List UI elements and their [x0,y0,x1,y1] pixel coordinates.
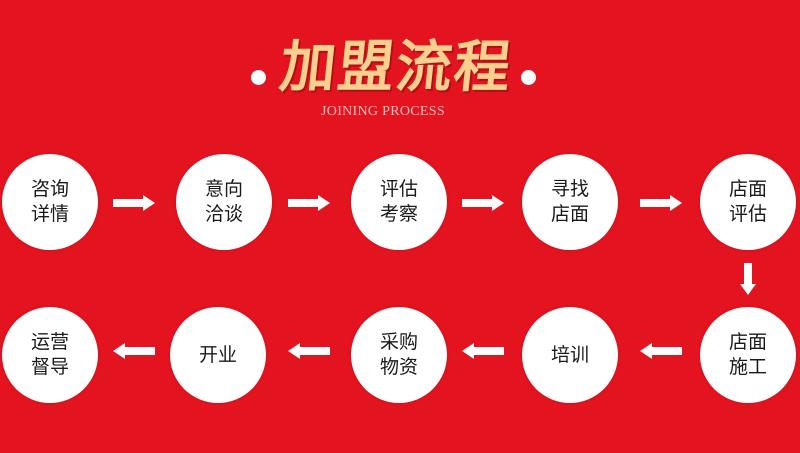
step-label: 培训 [550,343,589,366]
page-title: 加盟流程 [276,35,516,100]
step-label: 意向洽谈 [204,178,243,225]
step-label: 评估考察 [379,178,418,225]
step-store-evaluation: 店面评估 [700,154,796,250]
step-find-store: 寻找店面 [522,154,618,250]
arrow-left-icon [288,343,330,359]
arrow-left-icon [113,343,155,359]
step-evaluation-inspection: 评估考察 [351,154,447,250]
arrow-left-icon [462,343,504,359]
step-operations-supervision: 运营督导 [2,307,98,403]
step-consult-details: 咨询详情 [2,154,98,250]
arrow-down-icon [740,263,756,295]
step-label: 寻找店面 [550,178,589,225]
arrow-left-icon [640,343,682,359]
step-purchase-supplies: 采购物资 [351,307,447,403]
step-opening: 开业 [170,307,266,403]
arrow-right-icon [113,195,155,211]
step-store-construction: 店面施工 [700,307,796,403]
step-label: 店面施工 [728,331,767,378]
arrow-right-icon [462,195,504,211]
arrow-right-icon [288,195,330,211]
step-label: 开业 [198,343,237,366]
step-training: 培训 [522,307,618,403]
decorative-dot-right [521,70,536,85]
step-label: 店面评估 [728,178,767,225]
arrow-right-icon [640,195,682,211]
decorative-dot-left [251,70,266,85]
step-label: 运营督导 [30,331,69,378]
step-label: 采购物资 [379,331,418,378]
header: 加盟流程 [0,30,800,110]
page-subtitle: JOINING PROCESS [321,104,445,119]
step-label: 咨询详情 [30,178,69,225]
step-intent-negotiation: 意向洽谈 [176,154,272,250]
